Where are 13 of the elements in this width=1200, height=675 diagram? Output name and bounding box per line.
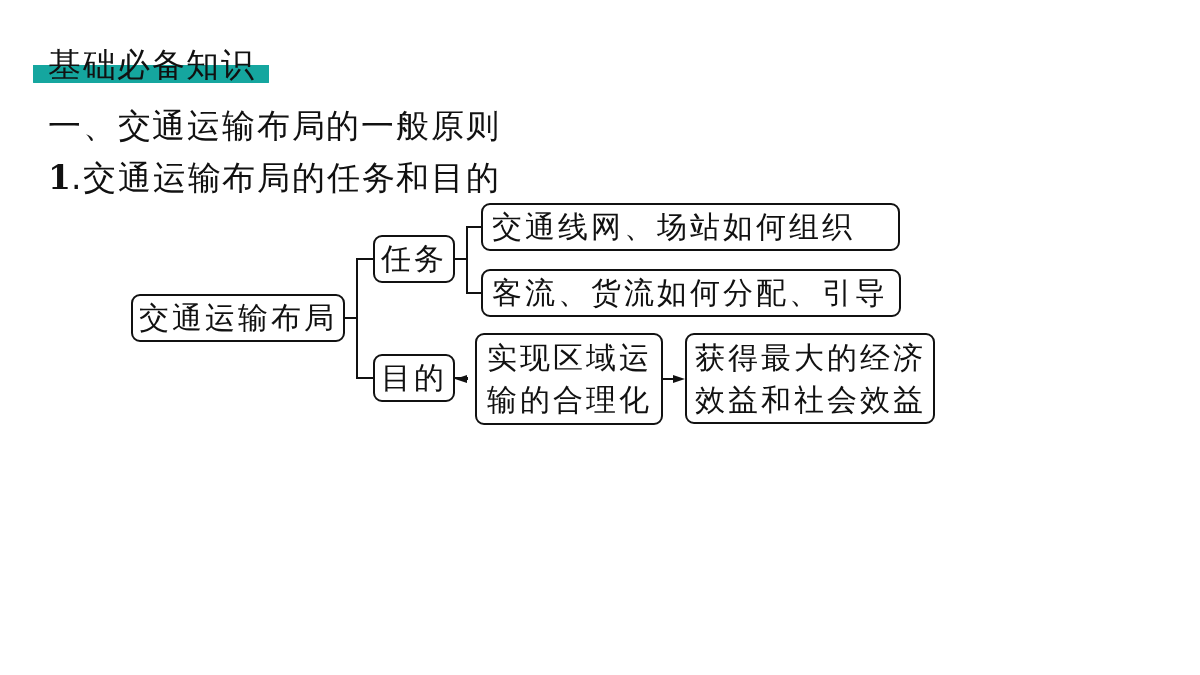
subheading: 1.交通运输布局的任务和目的	[48, 158, 501, 198]
arrow	[662, 375, 685, 383]
concept-box: 目的	[373, 354, 455, 402]
connector-line	[454, 258, 482, 294]
connector-line	[344, 317, 374, 379]
heading: 一、交通运输布局的一般原则	[48, 106, 501, 146]
concept-box: 交通运输布局	[131, 294, 345, 342]
concept-box: 实现区域运输的合理化	[475, 333, 663, 425]
concept-box: 任务	[373, 235, 455, 283]
concept-box: 获得最大的经济效益和社会效益	[685, 333, 935, 424]
arrow	[454, 375, 468, 383]
concept-box: 客流、货流如何分配、引导	[481, 269, 901, 317]
concept-box: 交通线网、场站如何组织	[481, 203, 900, 251]
